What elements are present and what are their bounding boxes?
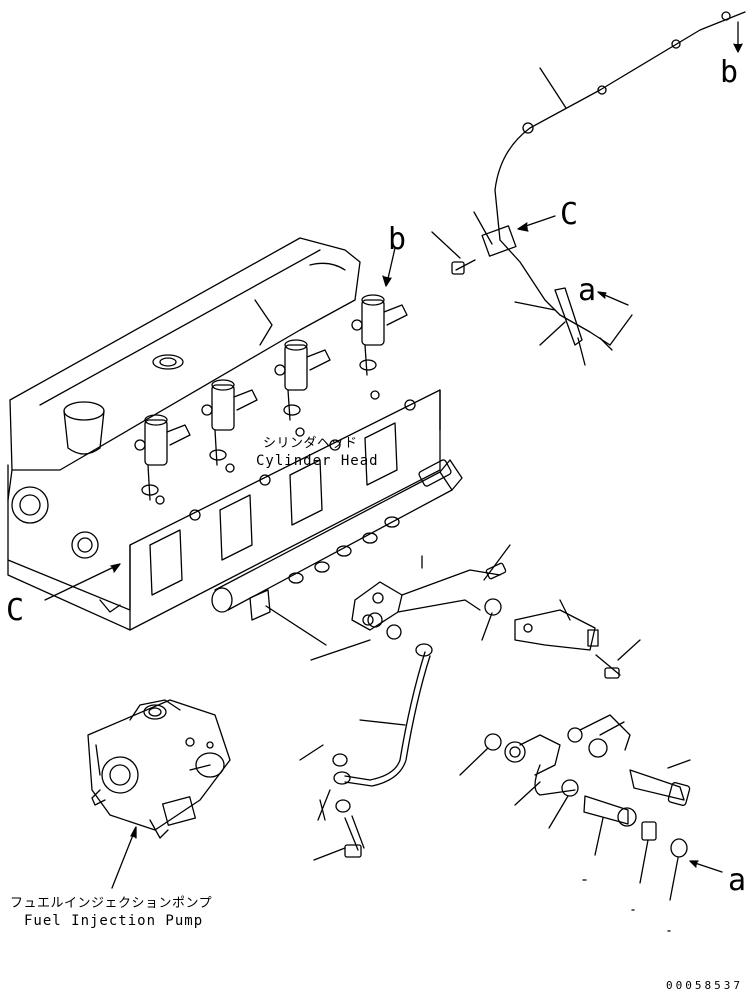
leader-lines [45,22,742,931]
callout-b-top: b [720,55,739,90]
injector-4 [352,295,407,375]
drawing-number: 00058537 [666,979,743,992]
fuel-pump-label-en: Fuel Injection Pump [24,913,204,929]
cylinder-head-label-jp: シリンダヘッド [263,436,358,451]
fuel-lines [333,563,690,857]
callout-b-head: b [388,222,407,257]
injector-2 [202,380,257,465]
fuel-injection-pump [88,700,230,838]
injector-3 [275,340,330,420]
callout-c-left: C [6,593,25,628]
callout-a-upper: a [578,273,597,308]
callout-a-lower: a [728,863,747,898]
fuel-pump-label-jp: フュエルインジェクションポンプ [10,896,213,911]
callout-c-right: C [560,197,579,232]
common-rail [212,459,462,620]
cylinder-head-drawing [8,238,440,630]
injector-1 [135,415,190,500]
cylinder-head-label-en: Cylinder Head [256,453,379,469]
wire-harness [452,12,745,350]
